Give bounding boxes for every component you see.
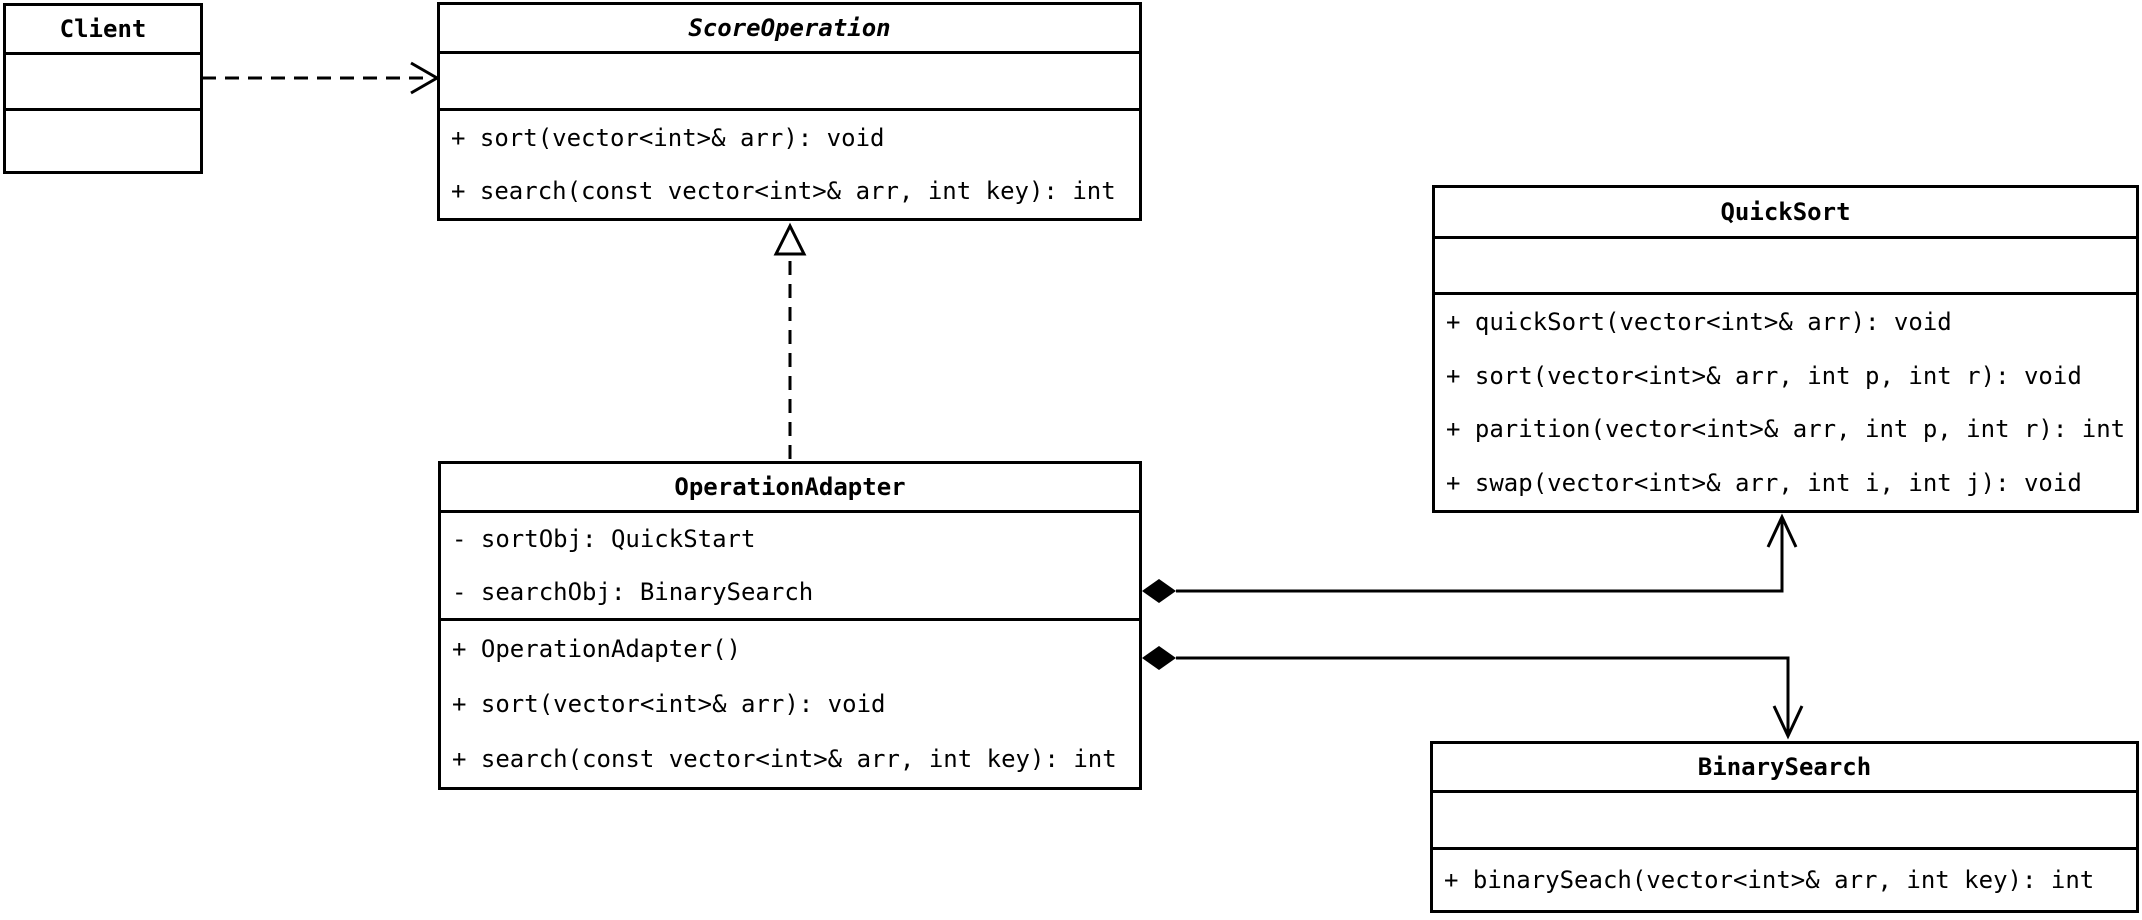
class-title: BinarySearch [1433, 744, 2136, 793]
attributes-compartment [1433, 793, 2136, 850]
methods-compartment: + quickSort(vector<int>& arr): void + so… [1435, 295, 2136, 510]
method-row: + sort(vector<int>& arr, int p, int r): … [1446, 361, 2082, 390]
class-box-client: Client [3, 3, 203, 174]
attributes-compartment [6, 55, 200, 111]
attributes-compartment: - sortObj: QuickStart - searchObj: Binar… [441, 513, 1139, 621]
class-box-operationadapter: OperationAdapter - sortObj: QuickStart -… [438, 461, 1142, 790]
composition-connector-operationadapter-to-binarysearch [1142, 646, 1804, 740]
methods-compartment: + OperationAdapter() + sort(vector<int>&… [441, 621, 1139, 787]
filled-diamond-icon [1142, 646, 1176, 670]
realization-connector-operationadapter-to-scoreoperation [773, 222, 807, 459]
class-title: ScoreOperation [440, 5, 1139, 54]
method-row: + search(const vector<int>& arr, int key… [452, 745, 1117, 774]
attribute-row: - searchObj: BinarySearch [452, 577, 814, 606]
method-row: + swap(vector<int>& arr, int i, int j): … [1446, 469, 2082, 498]
methods-compartment: + binarySeach(vector<int>& arr, int key)… [1433, 850, 2136, 910]
method-row: + sort(vector<int>& arr): void [451, 123, 885, 152]
methods-compartment: + sort(vector<int>& arr): void + search(… [440, 111, 1139, 218]
class-box-binarysearch: BinarySearch + binarySeach(vector<int>& … [1430, 741, 2139, 913]
attributes-compartment [440, 54, 1139, 111]
method-row: + quickSort(vector<int>& arr): void [1446, 307, 1952, 336]
method-row: + parition(vector<int>& arr, int p, int … [1446, 415, 2126, 444]
open-arrowhead-icon [1766, 513, 1798, 548]
method-row: + search(const vector<int>& arr, int key… [451, 177, 1116, 206]
class-box-quicksort: QuickSort + quickSort(vector<int>& arr):… [1432, 185, 2139, 513]
open-arrowhead-icon [1772, 705, 1804, 740]
class-title: OperationAdapter [441, 464, 1139, 513]
filled-diamond-icon [1142, 579, 1176, 603]
class-box-scoreoperation: ScoreOperation + sort(vector<int>& arr):… [437, 2, 1142, 221]
dependency-connector-client-to-scoreoperation [202, 61, 441, 95]
method-row: + OperationAdapter() [452, 634, 741, 663]
methods-compartment [6, 111, 200, 171]
class-title: QuickSort [1435, 188, 2136, 239]
method-row: + binarySeach(vector<int>& arr, int key)… [1444, 866, 2095, 894]
composition-connector-operationadapter-to-quicksort [1142, 513, 1798, 603]
attribute-row: - sortObj: QuickStart [452, 525, 756, 554]
attributes-compartment [1435, 239, 2136, 295]
class-title: Client [6, 6, 200, 55]
method-row: + sort(vector<int>& arr): void [452, 689, 886, 718]
hollow-triangle-icon [773, 222, 807, 256]
